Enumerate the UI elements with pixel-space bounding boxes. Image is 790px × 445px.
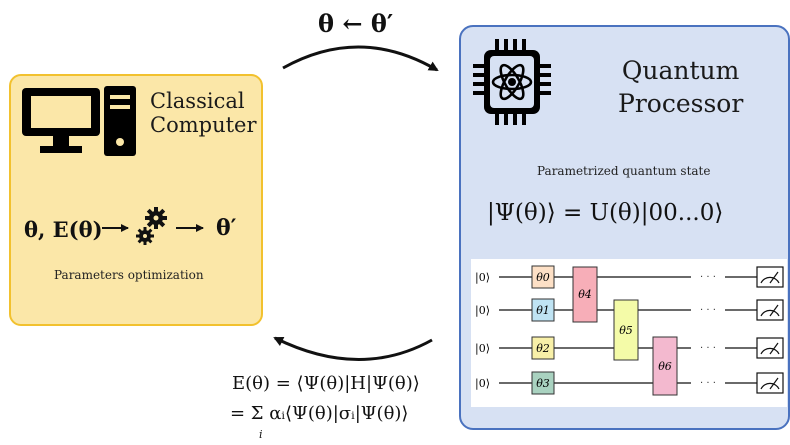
circuit-diagram: |0⟩ |0⟩ |0⟩ |0⟩ θ0 θ1 θ2 θ3 θ4 θ5 θ6 · ·… [475,265,784,396]
qubit-label-0: |0⟩ [475,271,490,285]
gate-theta1 [531,298,555,322]
optimization-flow [102,207,204,245]
state-equation: |Ψ(θ)⟩ = U(θ)|00...0⟩ [487,200,724,226]
gate-theta4 [572,266,598,323]
optimizer-input: θ, E(θ) [24,217,103,242]
quantum-title-line1: Quantum [621,56,740,85]
qubit-label-2: |0⟩ [475,342,490,356]
arrow-to-classical [273,336,433,361]
computer-icon [22,86,136,156]
gate-theta4-label: θ4 [578,288,592,301]
gate-theta2 [531,336,555,360]
measurement-meters [756,266,784,394]
qubit-label-3: |0⟩ [475,377,490,391]
classical-title: Classical Computer [150,89,257,137]
classical-title-line2: Computer [150,113,257,138]
ellipsis-1: · · · [700,305,716,316]
gate-theta0 [531,265,555,289]
parameter-update-label: θ ← θ′ [318,9,394,38]
gears-icon [136,207,167,245]
ellipsis-2: · · · [700,343,716,354]
sum-index: i [259,428,263,441]
gate-theta6-label: θ6 [658,360,672,373]
quantum-chip-icon [473,39,551,125]
gate-theta1-label: θ1 [536,304,550,317]
classical-caption: Parameters optimization [54,268,204,282]
meter-icon-3 [756,372,784,394]
optimizer-output: θ′ [216,215,237,241]
classical-title-line1: Classical [150,89,245,113]
meter-icon-0 [756,266,784,288]
gate-theta5 [613,299,639,361]
energy-equation-line1: E(θ) = ⟨Ψ(θ)|H|Ψ(θ)⟩ [232,373,420,394]
quantum-title-line2: Processor [618,88,744,118]
gate-theta2-label: θ2 [536,342,550,355]
arrow-to-quantum [282,45,439,72]
energy-equation-line2: = Σ αᵢ⟨Ψ(θ)|σᵢ|Ψ(θ)⟩ [230,403,409,424]
gate-theta0-label: θ0 [536,271,550,284]
ellipsis-0: · · · [700,272,716,283]
quantum-title: Quantum Processor [618,55,743,120]
qubit-label-1: |0⟩ [475,304,490,318]
ellipsis-3: · · · [700,378,716,389]
gate-theta6 [652,336,678,396]
gate-theta5-label: θ5 [619,324,633,337]
gate-theta3-label: θ3 [536,377,550,390]
gate-theta3 [531,371,555,395]
meter-icon-1 [756,299,784,321]
meter-icon-2 [756,337,784,359]
state-caption: Parametrized quantum state [537,164,711,178]
